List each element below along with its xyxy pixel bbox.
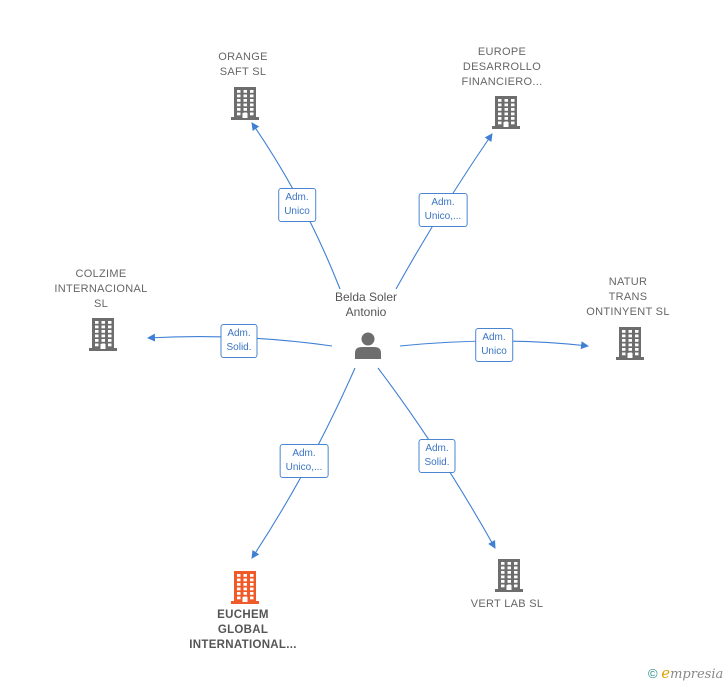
edge-label-orange[interactable]: Adm.Unico xyxy=(278,188,316,222)
copyright-symbol: © xyxy=(648,666,658,681)
edge-label-europe[interactable]: Adm.Unico,... xyxy=(418,193,468,227)
edge-label-euchem[interactable]: Adm.Unico,... xyxy=(279,444,329,478)
empresia-brand: © empresia xyxy=(648,664,723,682)
edge-label-vertlab[interactable]: Adm.Solid. xyxy=(418,439,456,473)
building-icon-europe[interactable] xyxy=(492,96,520,129)
edge-label-natur[interactable]: Adm.Unico xyxy=(475,328,513,362)
building-icon-natur[interactable] xyxy=(616,327,644,360)
edge-label-colzime[interactable]: Adm.Solid. xyxy=(220,324,258,358)
building-icon-vertlab[interactable] xyxy=(495,559,523,592)
brand-name: mpresia xyxy=(670,667,724,682)
building-icon-orange[interactable] xyxy=(231,87,259,120)
person-icon[interactable] xyxy=(355,332,381,360)
building-icon-colzime[interactable] xyxy=(89,318,117,351)
brand-initial: e xyxy=(661,664,671,682)
building-icon-euchem[interactable] xyxy=(231,571,259,604)
company-label-vertlab[interactable]: VERT LAB SL xyxy=(470,598,544,610)
